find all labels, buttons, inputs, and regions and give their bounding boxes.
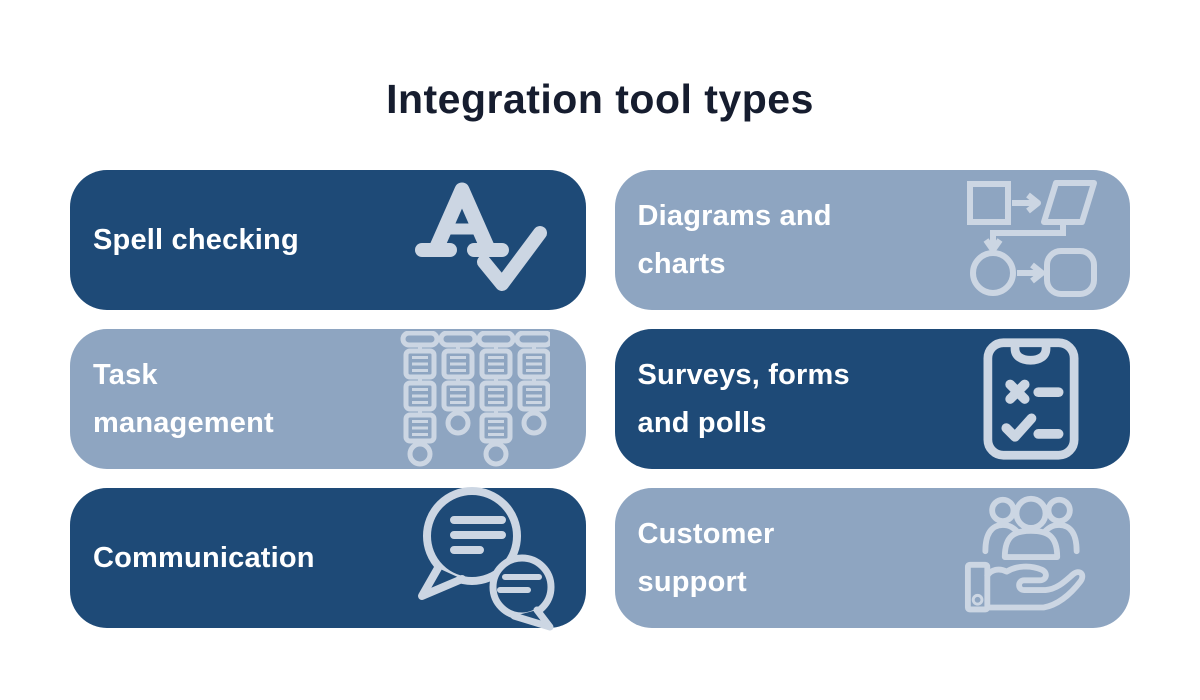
kanban-icon	[398, 331, 550, 467]
chat-bubbles-icon	[410, 484, 564, 632]
flowchart-icon	[960, 177, 1100, 303]
card-diagrams-charts: Diagrams and charts	[614, 170, 1130, 310]
card-surveys-forms-polls: Surveys, forms and polls	[614, 329, 1130, 469]
card-label: Surveys, forms and polls	[637, 359, 850, 439]
page-title: Integration tool types	[386, 76, 814, 122]
cards-grid: Spell checking Diagrams and charts	[70, 170, 1130, 631]
card-label: Customer support	[637, 518, 775, 598]
card-label: Communication	[93, 542, 315, 574]
spellcheck-icon	[406, 175, 562, 305]
card-label: Diagrams and charts	[637, 200, 832, 280]
card-spell-checking: Spell checking	[70, 170, 586, 310]
card-customer-support: Customer support	[614, 488, 1130, 628]
clipboard-icon	[980, 336, 1082, 462]
card-task-management: Task management	[70, 329, 586, 469]
card-label: Task management	[93, 359, 274, 439]
card-label: Spell checking	[93, 224, 299, 256]
card-communication: Communication	[70, 487, 586, 631]
people-hand-icon	[958, 491, 1104, 625]
